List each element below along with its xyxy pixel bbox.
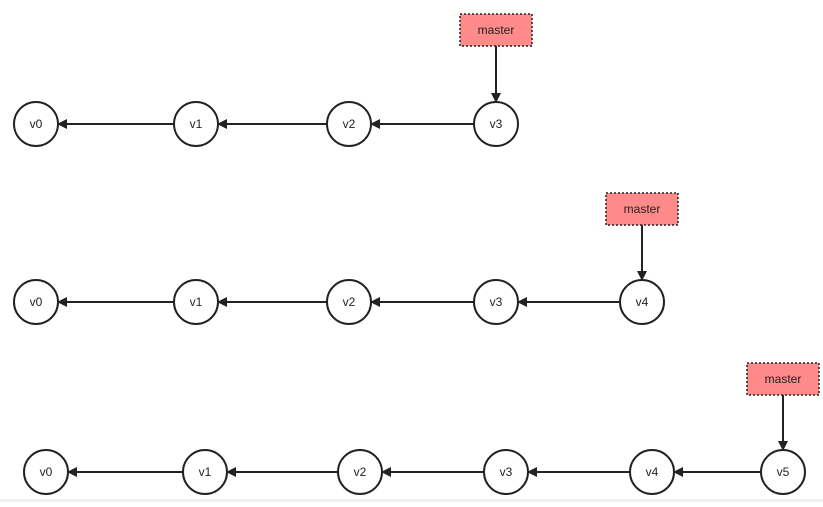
commit-label: v1 (199, 465, 212, 479)
commit-node-v5: v5 (760, 449, 806, 495)
commit-row-2: v0 v1 v2 v3 v4 master (13, 192, 679, 325)
commit-circle (326, 279, 372, 325)
commit-circle (13, 279, 59, 325)
commit-row-1: v0 v1 v2 v3 master (13, 13, 533, 147)
branch-pointer-master: master (605, 192, 679, 281)
commit-circle (173, 101, 219, 147)
commit-node-v0: v0 (13, 101, 59, 147)
commit-label: v3 (490, 117, 503, 131)
commit-label: v0 (40, 465, 53, 479)
commit-circle (182, 449, 228, 495)
commit-node-v0: v0 (23, 449, 69, 495)
branch-label: master (765, 372, 802, 386)
commit-node-v1: v1 (182, 449, 228, 495)
commit-node-v3: v3 (473, 279, 519, 325)
branch-box (746, 362, 820, 396)
branch-pointer-master: master (746, 362, 820, 451)
commit-label: v2 (343, 295, 356, 309)
commit-circle (23, 449, 69, 495)
bottom-scroll-edge (0, 499, 823, 502)
commit-row-3: v0 v1 v2 v3 v4 v5 master (23, 362, 820, 495)
commit-circle (483, 449, 529, 495)
commit-node-v2: v2 (337, 449, 383, 495)
branch-box (459, 13, 533, 47)
commit-circle (13, 101, 59, 147)
commit-node-v3: v3 (483, 449, 529, 495)
commit-node-v3: v3 (473, 101, 519, 147)
commit-node-v1: v1 (173, 279, 219, 325)
commit-label: v2 (354, 465, 367, 479)
commit-circle (629, 449, 675, 495)
commit-label: v3 (490, 295, 503, 309)
commit-node-v1: v1 (173, 101, 219, 147)
commit-node-v2: v2 (326, 279, 372, 325)
branch-box (605, 192, 679, 226)
commit-node-v4: v4 (619, 279, 665, 325)
branch-pointer-master: master (459, 13, 533, 103)
commit-circle (337, 449, 383, 495)
commit-label: v0 (30, 117, 43, 131)
commit-label: v1 (190, 117, 203, 131)
commit-label: v5 (777, 465, 790, 479)
commit-node-v4: v4 (629, 449, 675, 495)
commit-label: v1 (190, 295, 203, 309)
commit-label: v2 (343, 117, 356, 131)
branch-label: master (624, 202, 661, 216)
branch-label: master (478, 23, 515, 37)
commit-node-v2: v2 (326, 101, 372, 147)
commit-label: v0 (30, 295, 43, 309)
commit-node-v0: v0 (13, 279, 59, 325)
commit-circle (326, 101, 372, 147)
commit-label: v4 (636, 295, 649, 309)
commit-label: v3 (500, 465, 513, 479)
commit-circle (173, 279, 219, 325)
commit-label: v4 (646, 465, 659, 479)
commit-circle (473, 279, 519, 325)
